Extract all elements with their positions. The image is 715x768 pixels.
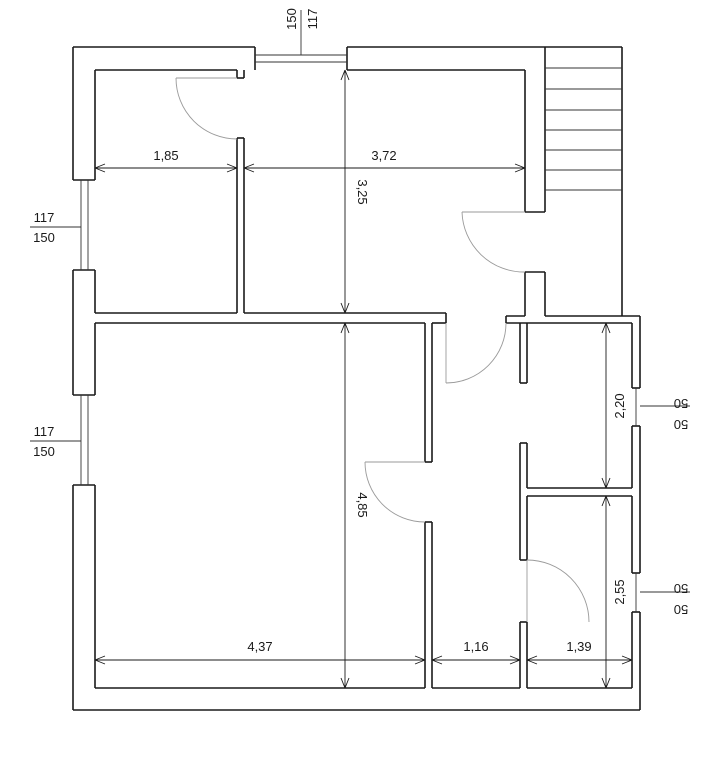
- outer-walls: [72, 46, 641, 711]
- window-left-1-width: 117: [34, 210, 55, 225]
- window-right-2-width: 50: [674, 581, 688, 596]
- staircase: [545, 67, 622, 191]
- window-left-2-width: 117: [34, 424, 55, 439]
- dim-room-b-width: 3,72: [371, 148, 396, 163]
- door-room-c: [364, 461, 426, 523]
- window-left-2-height: 150: [33, 444, 55, 459]
- window-right-1: [635, 388, 690, 426]
- interior-walls: [95, 47, 632, 688]
- dim-room-c-height: 4,85: [355, 492, 370, 517]
- window-labels: 117 150 117 150 117 150 50 50 50 50: [33, 8, 688, 617]
- dimension-labels: 1,85 3,72 3,25 4,85 4,37 1,16 1,39 2,20 …: [153, 148, 627, 654]
- window-top: [255, 10, 347, 63]
- dim-bath-width: 1,39: [566, 639, 591, 654]
- dim-room-c-width: 4,37: [247, 639, 272, 654]
- doors: [175, 77, 590, 623]
- dimension-lines: [94, 69, 633, 689]
- window-top-width: 117: [305, 9, 320, 30]
- dim-corridor-width: 1,16: [463, 639, 488, 654]
- dim-room-b-height: 3,25: [355, 179, 370, 204]
- dim-bath-2-height: 2,55: [612, 579, 627, 604]
- dim-bath-1-height: 2,20: [612, 393, 627, 418]
- window-right-1-width: 50: [674, 396, 688, 411]
- window-right-2-height: 50: [674, 602, 688, 617]
- window-left-1-height: 150: [33, 230, 55, 245]
- door-room-a: [175, 77, 238, 140]
- windows: [30, 10, 690, 612]
- door-stair-hall: [461, 211, 526, 273]
- dim-room-a-width: 1,85: [153, 148, 178, 163]
- window-left-1: [30, 180, 89, 270]
- window-right-1-height: 50: [674, 417, 688, 432]
- door-corridor-upper: [445, 322, 507, 384]
- window-right-2: [635, 573, 690, 612]
- window-top-height: 150: [284, 8, 299, 30]
- window-left-2: [30, 395, 89, 485]
- door-bath-2: [526, 559, 590, 623]
